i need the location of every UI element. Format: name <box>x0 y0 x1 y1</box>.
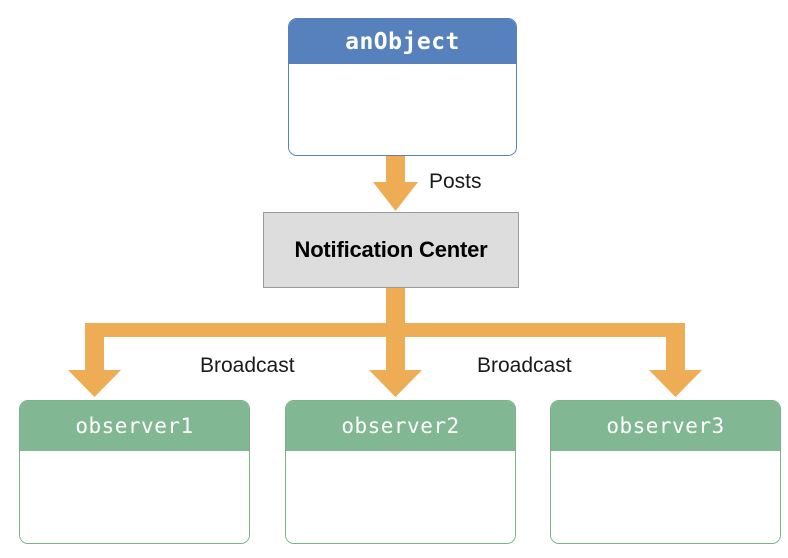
class-box-observer1-body <box>20 451 249 543</box>
broadcast-arrow-left <box>68 323 121 397</box>
class-box-observer2-body <box>286 451 515 543</box>
broadcast-arrow-right <box>649 323 702 397</box>
class-box-observer2[interactable]: observer2 <box>285 400 516 544</box>
notification-center-label: Notification Center <box>294 237 488 262</box>
class-box-observer1-title: observer1 <box>20 401 249 451</box>
edge-label-broadcast-right: Broadcast <box>477 354 572 377</box>
edge-label-posts: Posts <box>429 170 482 193</box>
class-box-observer3[interactable]: observer3 <box>550 400 781 544</box>
posts-arrow <box>373 154 418 211</box>
class-box-observer3-body <box>551 451 780 543</box>
class-box-observer3-title: observer3 <box>551 401 780 451</box>
class-box-observer2-title: observer2 <box>286 401 515 451</box>
edge-label-broadcast-left: Broadcast <box>200 354 295 377</box>
class-box-anobject[interactable]: anObject <box>288 18 517 156</box>
broadcast-arrows <box>68 288 702 397</box>
class-box-anobject-title: anObject <box>289 19 516 64</box>
notification-center-box[interactable]: Notification Center <box>263 212 519 288</box>
class-box-anobject-body <box>289 64 516 155</box>
class-box-observer1[interactable]: observer1 <box>19 400 250 544</box>
broadcast-arrow-center <box>369 337 422 397</box>
